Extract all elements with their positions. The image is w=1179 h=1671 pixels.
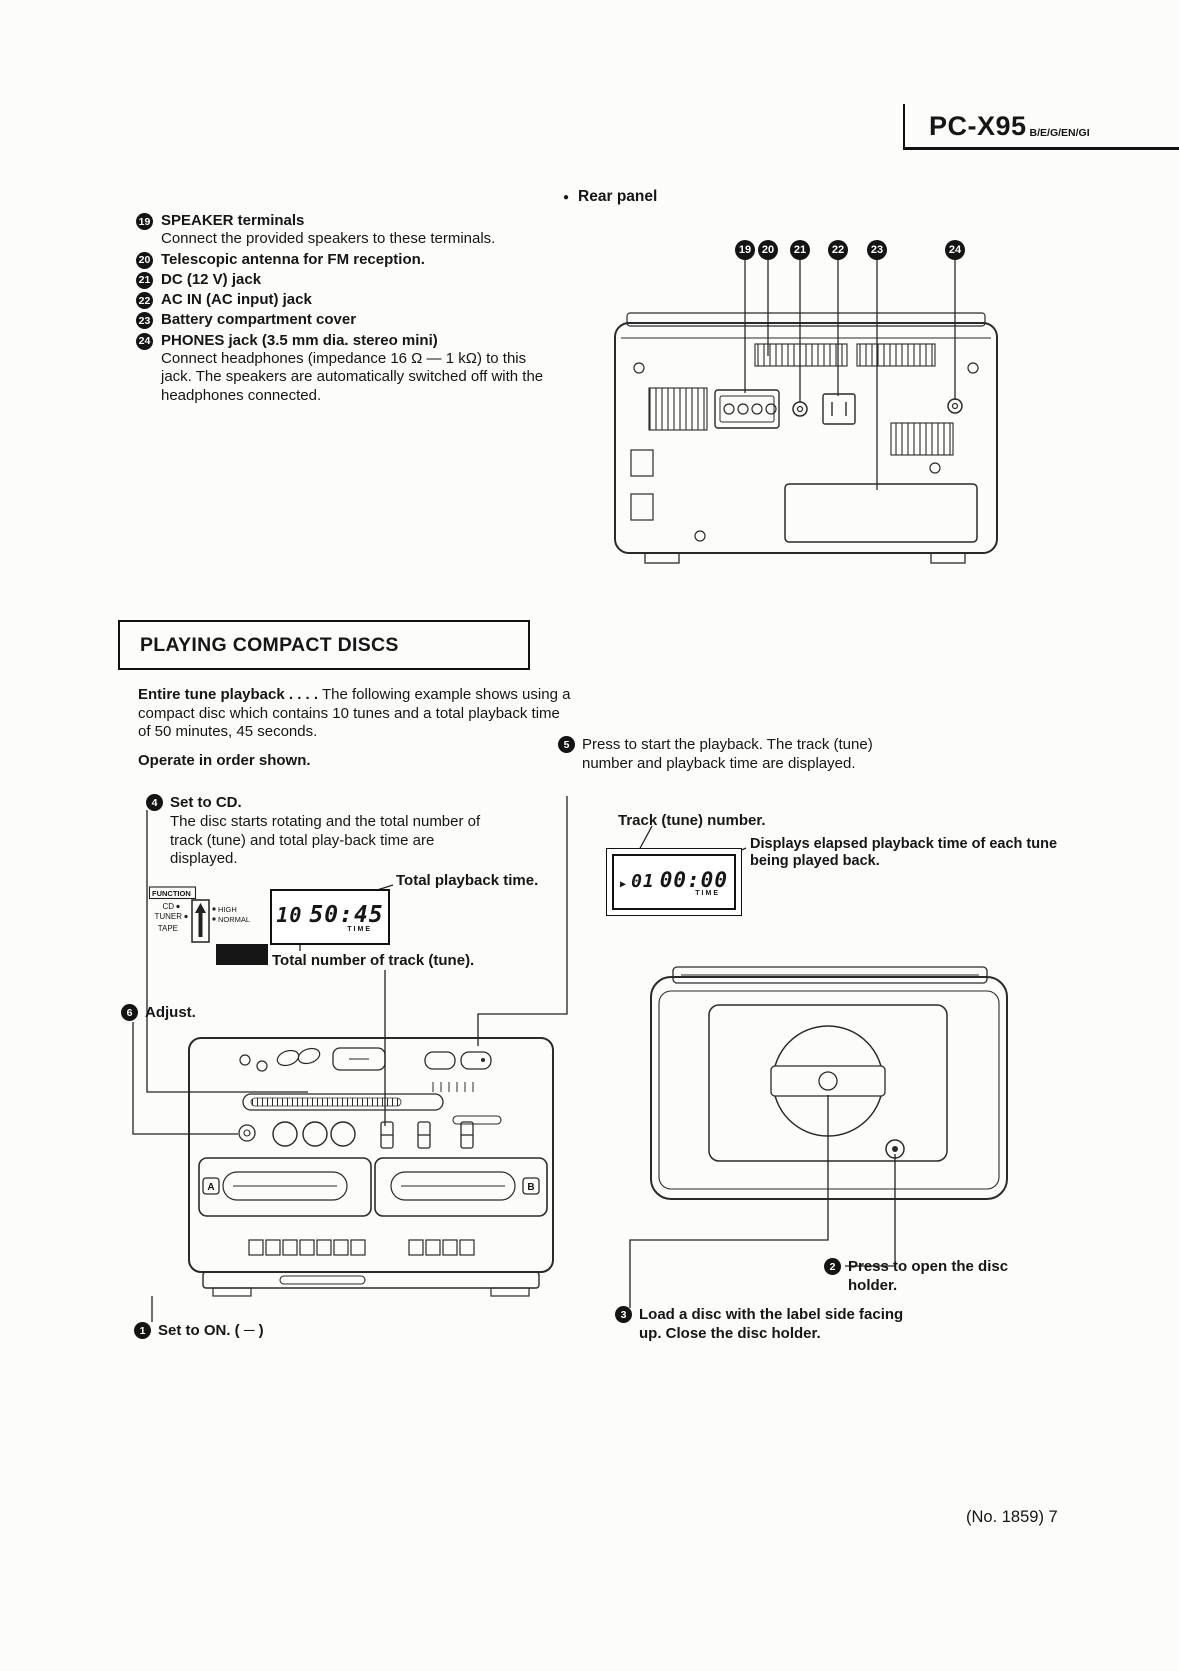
function-label: FUNCTION <box>152 889 191 898</box>
cassette-deck-a <box>198 1157 372 1217</box>
section-header: PLAYING COMPACT DISCS <box>118 620 530 670</box>
operate-note: Operate in order shown. <box>138 752 311 769</box>
play-icon: ▶ <box>620 878 627 890</box>
legend-item: 24 PHONES jack (3.5 mm dia. stereo mini)… <box>136 332 550 405</box>
model-suffix: B/E/G/EN/GI <box>1029 127 1090 139</box>
deck-b-label: B <box>527 1182 534 1193</box>
speed-normal-label: NORMAL <box>218 915 250 924</box>
caption-total-time: Total playback time. <box>396 872 539 889</box>
step-2-text: Press to open the disc holder. <box>848 1258 1009 1294</box>
caption-total-track: Total number of track (tune). <box>272 952 475 969</box>
transport-buttons <box>248 1239 475 1256</box>
legend-item-title: Telescopic antenna for FM reception. <box>161 250 425 268</box>
callout-22: 22 <box>828 240 848 260</box>
rear-panel-body <box>614 312 998 564</box>
intro-paragraph: Entire tune playback . . . . The followi… <box>138 686 572 742</box>
step-number-badge: 1 <box>134 1322 151 1339</box>
time-unit-label: TIME <box>347 925 372 933</box>
caption-track-number: Track (tune) number. <box>618 812 766 829</box>
step-5-text: Press to start the playback. The track (… <box>582 736 873 772</box>
item-number-badge: 22 <box>136 292 153 310</box>
intro-body: The following example shows using a comp… <box>138 686 571 741</box>
step-6-text: Adjust. <box>145 1004 196 1021</box>
legend-item-title: AC IN (AC input) jack <box>161 291 312 309</box>
cd-holder-drawing <box>650 966 1008 1200</box>
rear-panel-heading: ● Rear panel <box>563 188 657 206</box>
caption-elapsed-time: Displays elapsed playback time of each t… <box>750 836 1058 870</box>
dubbing-label-2: SPEED <box>230 957 254 964</box>
callout-leader-lines <box>744 260 956 490</box>
total-track-count: 10 <box>276 902 303 927</box>
rear-panel-drawing <box>614 260 998 564</box>
step-5: 5 Press to start the playback. The track… <box>558 736 878 774</box>
legend-item: 22 AC IN (AC input) jack <box>136 291 550 310</box>
model-header: PC-X95 B/E/G/EN/GI <box>903 104 1179 150</box>
deck-a-label: A <box>207 1182 214 1193</box>
speed-high-label: HIGH <box>218 905 237 914</box>
model-number: PC-X95 <box>929 111 1027 141</box>
intro-lead: Entire tune playback . . . . <box>138 686 319 703</box>
step-2: 2 Press to open the disc holder. <box>824 1258 1054 1296</box>
legend-item: 20 Telescopic antenna for FM reception. <box>136 251 550 269</box>
legend-item-title: PHONES jack (3.5 mm dia. stereo mini) <box>161 331 438 349</box>
lcd-display-playback: ▶ 01 00:00 TIME <box>606 848 742 916</box>
step-number-badge: 2 <box>824 1258 841 1275</box>
dubbing-label-1: DUBBING <box>226 948 258 955</box>
front-panel-body <box>188 1037 554 1297</box>
volume-knob <box>272 1121 298 1147</box>
step-6: 6 Adjust. <box>121 1004 196 1023</box>
rear-panel-legend: 19 SPEAKER terminals Connect the provide… <box>136 212 550 407</box>
bullet-icon: ● <box>563 191 570 203</box>
treble-knob <box>330 1121 356 1147</box>
time-unit-label: TIME <box>695 889 720 897</box>
callout-24: 24 <box>945 240 965 260</box>
callout-23: 23 <box>867 240 887 260</box>
step-4-desc: The disc starts rotating and the total n… <box>170 812 481 868</box>
item-number-badge: 20 <box>136 251 153 269</box>
front-panel-drawing: A B <box>188 1037 554 1297</box>
function-option-tuner: TUNER <box>154 912 182 921</box>
legend-item: 19 SPEAKER terminals Connect the provide… <box>136 212 550 249</box>
step-4-title: Set to CD. <box>170 794 242 811</box>
playback-track-number: 01 <box>631 870 655 892</box>
legend-item-title: DC (12 V) jack <box>161 270 262 288</box>
play-button <box>460 1051 492 1070</box>
step-3-text: Load a disc with the label side facing u… <box>639 1306 904 1342</box>
item-number-badge: 23 <box>136 312 153 330</box>
bass-knob <box>302 1121 328 1147</box>
power-knob <box>238 1124 256 1142</box>
item-number-badge: 19 <box>136 213 153 230</box>
page-footer: (No. 1859) 7 <box>966 1508 1058 1526</box>
step-number-badge: 3 <box>615 1306 632 1323</box>
step-number-badge: 6 <box>121 1004 138 1021</box>
lcd-display-total: 10 50:45 TIME <box>270 889 390 945</box>
step-1: 1 Set to ON. ( ─ ) <box>134 1322 264 1341</box>
section-title: PLAYING COMPACT DISCS <box>140 633 399 656</box>
legend-item-title: SPEAKER terminals <box>161 212 305 229</box>
stop-button <box>424 1051 456 1070</box>
step-number-badge: 5 <box>558 736 575 753</box>
legend-item-desc: Connect headphones (impedance 16 Ω — 1 k… <box>161 350 544 404</box>
function-option-cd: CD <box>162 902 174 911</box>
step-1-text: Set to ON. ( ─ ) <box>158 1322 264 1339</box>
legend-item-title: Battery compartment cover <box>161 311 357 329</box>
callout-21: 21 <box>790 240 810 260</box>
legend-item: 21 DC (12 V) jack <box>136 271 550 289</box>
rear-panel-heading-label: Rear panel <box>578 188 658 205</box>
callout-19: 19 <box>735 240 755 260</box>
playback-elapsed-time: 00:00 <box>659 867 728 892</box>
legend-item-desc: Connect the provided speakers to these t… <box>161 230 496 248</box>
step-3: 3 Load a disc with the label side facing… <box>615 1306 925 1344</box>
item-number-badge: 21 <box>136 271 153 289</box>
function-option-tape: TAPE <box>158 924 178 933</box>
total-playback-time: 50:45 <box>309 901 384 928</box>
item-number-badge: 24 <box>136 332 153 350</box>
cassette-deck-b <box>374 1157 548 1217</box>
step-4: 4 Set to CD. The disc starts rotating an… <box>146 794 486 869</box>
slider-arrow-icon <box>195 903 206 913</box>
callout-20: 20 <box>758 240 778 260</box>
step-number-badge: 4 <box>146 794 163 811</box>
legend-item: 23 Battery compartment cover <box>136 311 550 330</box>
function-switch-drawing: FUNCTION CD TUNER TAPE HIGH NORMAL DUBBI… <box>148 886 268 965</box>
